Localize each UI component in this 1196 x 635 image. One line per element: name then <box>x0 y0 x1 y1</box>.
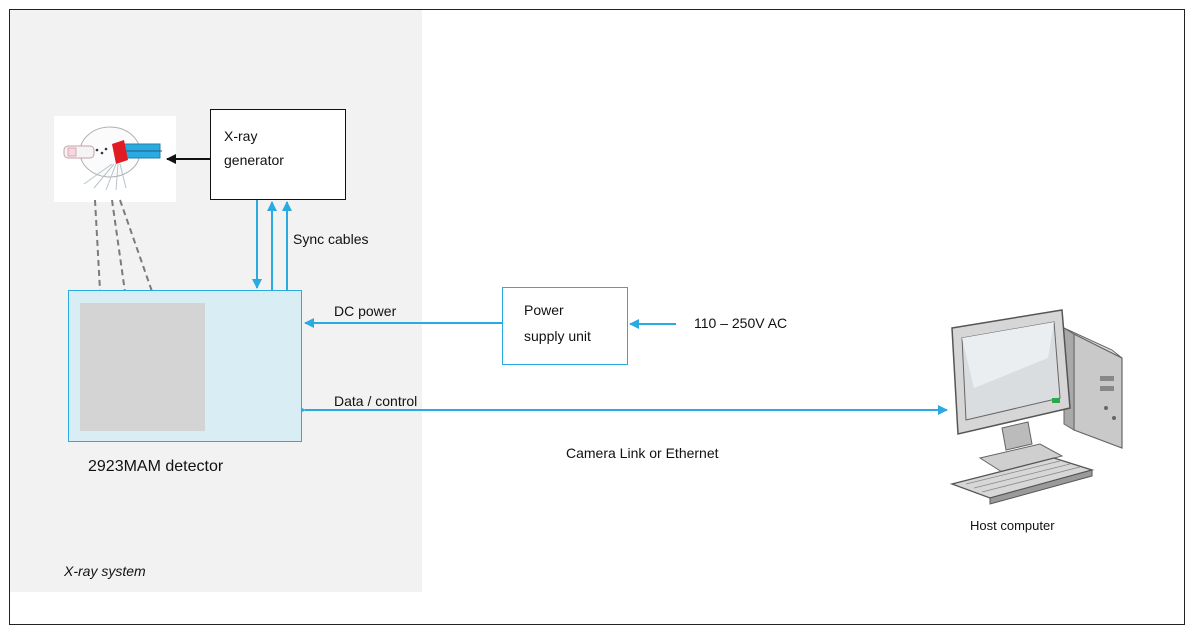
xray-system-label: X-ray system <box>64 563 146 579</box>
host-computer-icon <box>949 309 1123 505</box>
detector-label: 2923MAM detector <box>88 458 224 475</box>
xray-beam-3 <box>119 199 155 300</box>
ac-input-label: 110 – 250V AC <box>694 315 788 331</box>
xray-tube-icon <box>54 116 176 202</box>
power-supply-label-2: supply unit <box>524 328 591 344</box>
xray-beam-2 <box>111 199 126 293</box>
dc-power-label: DC power <box>334 303 397 319</box>
power-supply-box: Power supply unit <box>502 287 628 365</box>
diagram-frame <box>9 9 1185 625</box>
detector-box <box>68 290 302 442</box>
link-type-label: Camera Link or Ethernet <box>566 445 719 461</box>
xray-generator-label-1: X-ray <box>224 128 258 144</box>
xray-generator-label-2: generator <box>224 152 284 168</box>
xray-beam-1 <box>94 199 101 291</box>
sync-cables-label: Sync cables <box>293 231 369 247</box>
data-control-label: Data / control <box>334 393 418 409</box>
power-supply-label-1: Power <box>524 302 564 318</box>
xray-generator-box: X-ray generator <box>210 109 346 200</box>
detector-sensor <box>80 303 205 431</box>
host-computer-label: Host computer <box>970 518 1055 533</box>
